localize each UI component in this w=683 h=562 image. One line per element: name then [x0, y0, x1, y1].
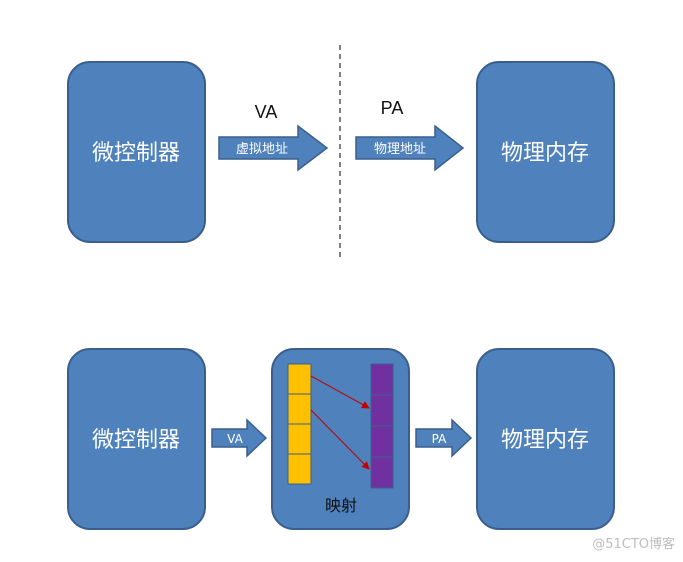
physical-page-cell: [370, 363, 394, 396]
virtual-page-cell: [287, 363, 312, 395]
va-label: VA: [255, 102, 278, 122]
bottom-memory-box: [476, 348, 615, 530]
virtual-page-column: [287, 363, 312, 485]
virtual-page-cell: [287, 423, 312, 455]
physical-address-label: 物理地址: [374, 142, 426, 157]
virtual-address-label: 虚拟地址: [236, 142, 288, 157]
bottom-pa-label: PA: [432, 432, 447, 446]
virtual-page-cell: [287, 453, 312, 485]
mapping-label: 映射: [325, 496, 357, 515]
bottom-mcu-label: 微控制器: [92, 428, 180, 453]
physical-page-column: [370, 363, 394, 489]
bottom-mcu-box: [67, 348, 206, 530]
pa-label: PA: [381, 98, 404, 118]
mapping-arrow: [310, 375, 370, 409]
physical-address-arrow: [355, 124, 465, 172]
bottom-pa-arrow: [415, 418, 473, 458]
bottom-memory-label: 物理内存: [501, 428, 589, 453]
watermark: @51CTO博客: [592, 536, 675, 552]
physical-page-cell: [370, 425, 394, 458]
virtual-address-arrow: [218, 124, 329, 172]
top-mcu-box: [67, 61, 206, 243]
top-memory-box: [476, 61, 615, 243]
top-memory-label: 物理内存: [501, 141, 589, 166]
physical-page-cell: [370, 456, 394, 489]
bottom-va-label: VA: [227, 432, 243, 446]
top-mcu-label: 微控制器: [92, 141, 180, 166]
mapping-arrow: [310, 409, 370, 470]
bottom-va-arrow: [211, 418, 268, 458]
virtual-page-cell: [287, 393, 312, 425]
physical-page-cell: [370, 394, 394, 427]
